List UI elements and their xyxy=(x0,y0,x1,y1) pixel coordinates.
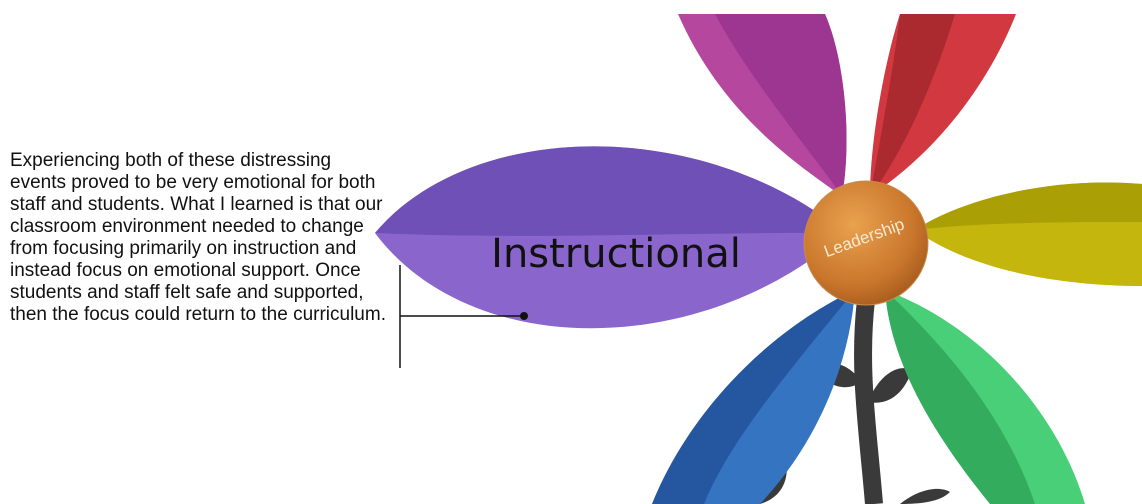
callout-bracket xyxy=(399,265,528,368)
yellow-petal xyxy=(915,182,1142,286)
flower-center: Leadership xyxy=(803,180,929,306)
stem-leaf-bottom-right xyxy=(900,488,950,504)
green-petal xyxy=(885,290,1085,504)
red-petal xyxy=(870,14,1016,196)
stem-leaf-right xyxy=(868,368,912,403)
instructional-label: Instructional xyxy=(491,231,741,277)
description-text: Experiencing both of these distressing e… xyxy=(10,150,386,325)
magenta-petal xyxy=(678,14,847,196)
callout-dot xyxy=(520,312,528,320)
blue-petal xyxy=(652,290,855,504)
instructional-petal: Instructional xyxy=(375,146,845,329)
